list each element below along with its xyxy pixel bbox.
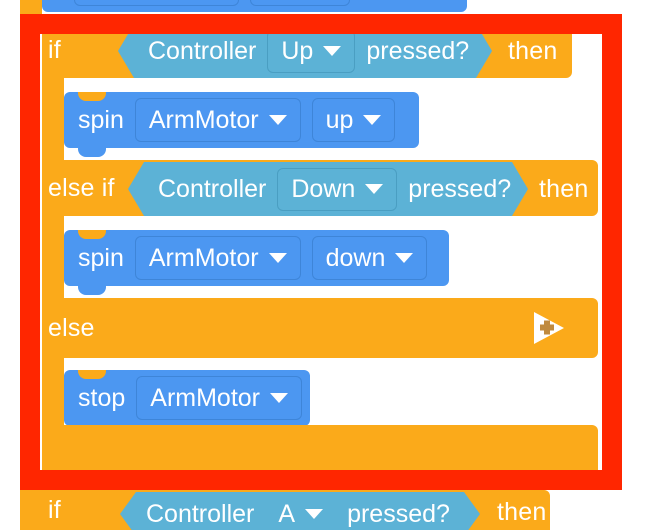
else-keyword: else [48, 313, 95, 342]
direction-dropdown-down[interactable]: down [311, 236, 428, 280]
if-block-left-spine[interactable] [42, 16, 64, 479]
pressed-label-a: pressed? [347, 499, 450, 528]
block-notch-top [78, 230, 106, 239]
motor-dropdown-stop[interactable]: ArmMotor [136, 376, 302, 420]
direction-dropdown-up-value: up [325, 105, 354, 134]
else-if-keyword: else if [48, 173, 115, 202]
controller-label-down: Controller [158, 174, 267, 203]
else-header-row[interactable]: else [42, 298, 598, 358]
spin-block-partial-top[interactable] [42, 0, 467, 12]
controller-label-up: Controller [148, 36, 257, 65]
motor-dropdown-spin-down[interactable]: ArmMotor [134, 236, 301, 280]
stop-arm-block[interactable]: stop ArmMotor [64, 370, 310, 435]
motor-dropdown-top[interactable] [73, 0, 239, 6]
button-dropdown-down[interactable]: Down [277, 168, 397, 211]
spin-keyword-up: spin [78, 105, 124, 134]
controller-label-a: Controller [146, 499, 255, 528]
chevron-down-icon [268, 115, 287, 125]
stop-keyword: stop [78, 383, 126, 412]
motor-dropdown-spin-down-value: ArmMotor [148, 243, 259, 272]
then-keyword-a: then [497, 498, 547, 526]
if-keyword: if [48, 35, 61, 64]
direction-dropdown-up[interactable]: up [311, 98, 396, 142]
chevron-down-icon [365, 184, 383, 194]
motor-dropdown-stop-value: ArmMotor [150, 383, 260, 412]
direction-dropdown-top[interactable] [249, 0, 350, 6]
chevron-down-icon [305, 509, 323, 519]
else-if-condition-hexagon[interactable]: Controller Down pressed? [128, 162, 528, 216]
spin-arm-down-block[interactable]: spin ArmMotor down [64, 230, 449, 295]
motor-dropdown-spin-up-value: ArmMotor [148, 105, 259, 134]
if-condition-hexagon[interactable]: Controller Up pressed? [118, 24, 492, 78]
then-keyword-up: then [508, 37, 558, 65]
outer-c-block-left-spine-top [20, 0, 42, 16]
pressed-label-up: pressed? [366, 36, 470, 65]
next-if-condition-hexagon[interactable]: Controller A pressed? [120, 492, 480, 530]
spin-arm-up-block[interactable]: spin ArmMotor up [64, 92, 419, 157]
chevron-down-icon [363, 115, 382, 125]
pressed-label-down: pressed? [408, 174, 512, 203]
block-notch-top [78, 370, 106, 379]
then-keyword-down: then [539, 175, 589, 203]
button-dropdown-a-value: A [278, 499, 296, 528]
chevron-down-icon [268, 253, 287, 263]
chevron-down-icon [395, 253, 414, 263]
direction-dropdown-down-value: down [325, 243, 386, 272]
plus-in-triangle-icon[interactable] [528, 308, 568, 348]
block-notch-bottom [78, 148, 106, 157]
button-dropdown-down-value: Down [291, 174, 356, 203]
button-dropdown-a[interactable]: A [265, 495, 336, 530]
spin-keyword-down: spin [78, 243, 124, 272]
block-notch-top [78, 92, 106, 101]
next-if-keyword: if [48, 495, 61, 524]
if-block-footer-bar[interactable] [42, 425, 598, 479]
chevron-down-icon [270, 393, 288, 403]
button-dropdown-up[interactable]: Up [267, 30, 355, 73]
button-dropdown-up-value: Up [281, 36, 314, 65]
block-notch-bottom [78, 286, 106, 295]
motor-dropdown-spin-up[interactable]: ArmMotor [134, 98, 301, 142]
chevron-down-icon [323, 46, 341, 56]
